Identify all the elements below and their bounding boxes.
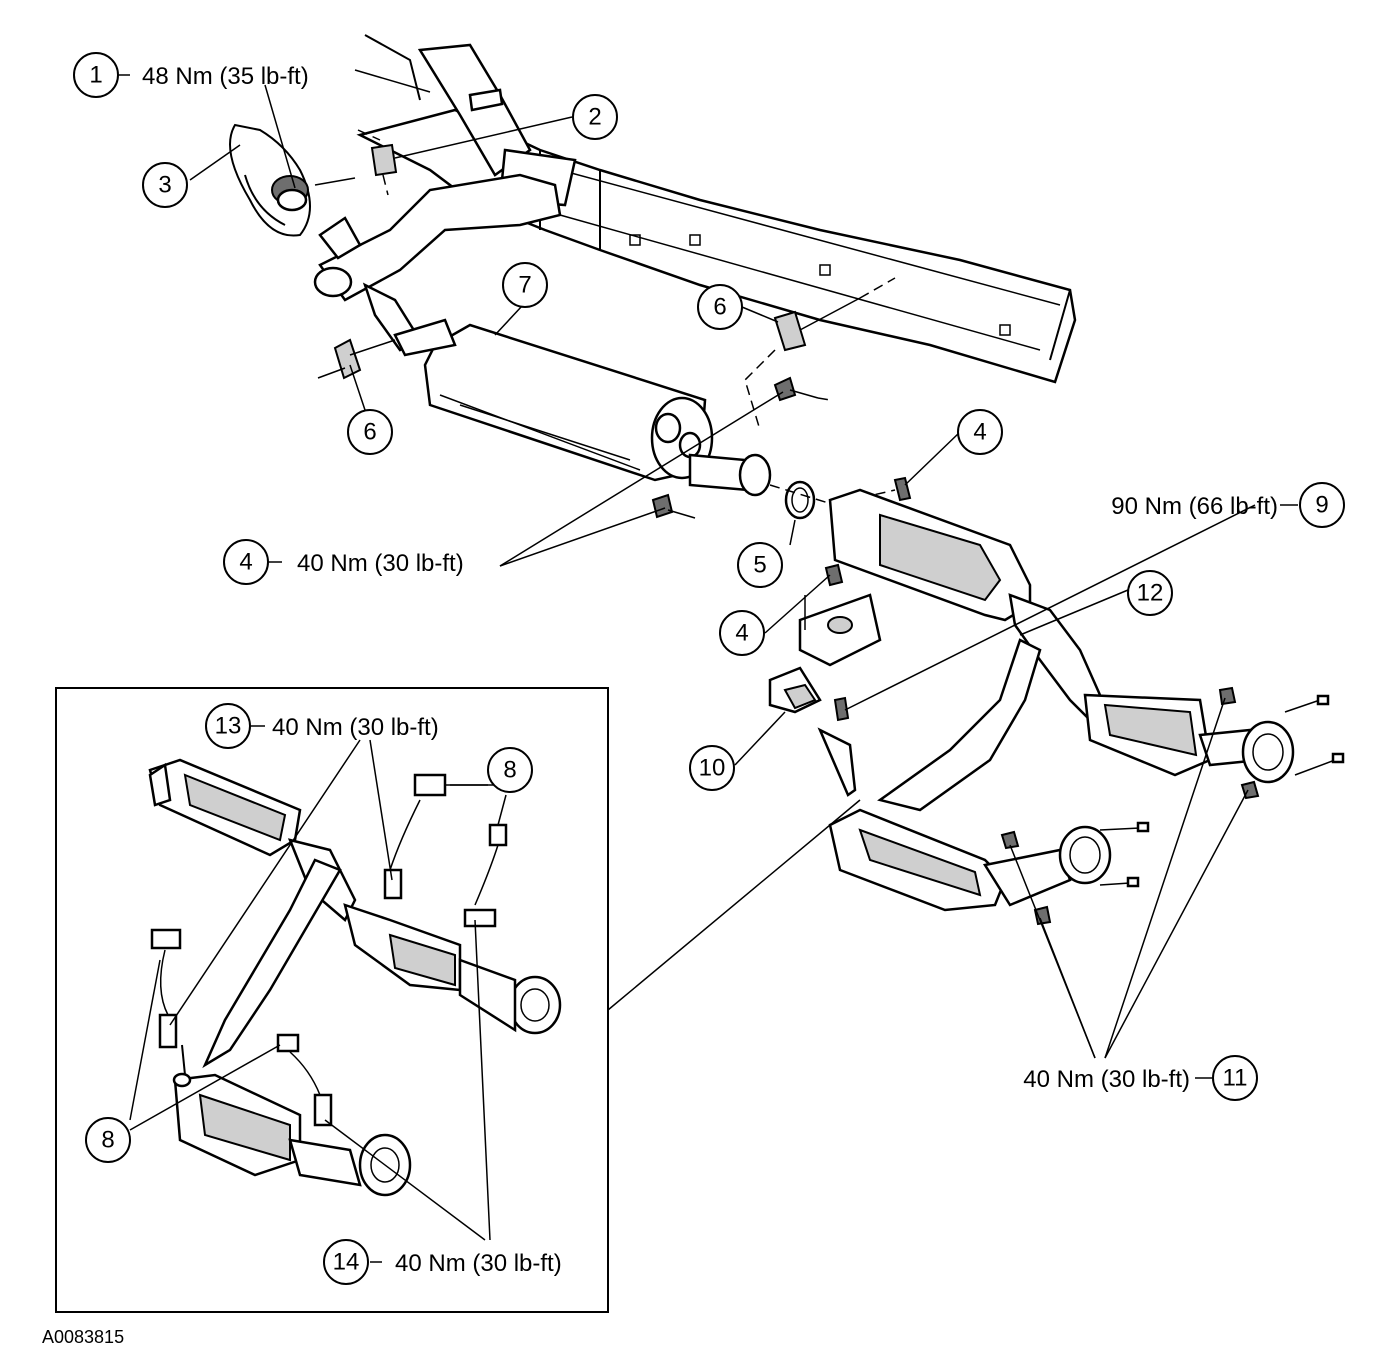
callout-12: 12 — [1127, 570, 1173, 616]
callout-number: 4 — [735, 620, 748, 647]
callout-number: 8 — [101, 1127, 114, 1154]
tailpipe — [313, 173, 562, 352]
torque-spec: 90 Nm (66 lb-ft) — [1111, 493, 1278, 520]
tailpipe-clamp — [229, 123, 356, 237]
isolator-6-right — [744, 277, 896, 431]
callout-number: 13 — [215, 713, 242, 740]
callout-number: 5 — [753, 552, 766, 579]
gasket-5 — [769, 480, 836, 520]
callout-6-left: 6 — [347, 409, 393, 455]
callout-5: 5 — [737, 542, 783, 588]
callout-number: 4 — [239, 549, 252, 576]
catalyst-assembly — [828, 488, 1295, 912]
callout-number: 12 — [1137, 580, 1164, 607]
oxygen-sensor-inset — [55, 687, 609, 1313]
callout-number: 4 — [973, 419, 986, 446]
callout-13: 13 40 Nm (30 lb-ft) — [205, 703, 439, 749]
torque-spec: 48 Nm (35 lb-ft) — [142, 63, 309, 90]
callout-number: 6 — [713, 294, 726, 321]
callout-14: 14 40 Nm (30 lb-ft) — [323, 1239, 562, 1285]
torque-spec: 40 Nm (30 lb-ft) — [272, 714, 439, 741]
muffler — [393, 318, 772, 497]
callout-9: 9 90 Nm (66 lb-ft) — [1111, 482, 1345, 528]
isolator-2 — [357, 129, 398, 196]
callout-4-torque: 4 40 Nm (30 lb-ft) — [223, 539, 464, 585]
callout-4-upper: 4 — [957, 409, 1003, 455]
callout-6-right: 6 — [697, 284, 743, 330]
callout-8-lower: 8 — [85, 1117, 131, 1163]
callout-number: 11 — [1223, 1065, 1248, 1092]
callout-number: 10 — [699, 755, 726, 782]
callout-3: 3 — [142, 162, 188, 208]
callout-4-lower: 4 — [719, 610, 765, 656]
hanger-bracket — [768, 593, 882, 797]
callout-number: 14 — [333, 1249, 360, 1276]
callout-number: 6 — [363, 419, 376, 446]
callout-number: 1 — [89, 62, 102, 89]
leader-lines — [118, 74, 1298, 1263]
callout-8-upper: 8 — [487, 747, 533, 793]
figure-reference-code: A0083815 — [42, 1327, 124, 1347]
callout-number: 8 — [503, 757, 516, 784]
callout-number: 3 — [158, 172, 171, 199]
isolator-6-left — [317, 338, 396, 380]
callout-2: 2 — [572, 94, 618, 140]
callout-1: 1 48 Nm (35 lb-ft) — [73, 52, 309, 98]
callout-number: 9 — [1315, 492, 1328, 519]
callout-number: 2 — [588, 104, 601, 131]
torque-spec: 40 Nm (30 lb-ft) — [297, 550, 464, 577]
flange-nut-lower — [824, 563, 844, 587]
callout-10: 10 — [689, 745, 735, 791]
callout-7: 7 — [502, 262, 548, 308]
callout-11: 11 40 Nm (30 lb-ft) — [1023, 1055, 1258, 1101]
torque-spec: 40 Nm (30 lb-ft) — [1023, 1066, 1190, 1093]
inset-connector-line — [607, 799, 861, 1011]
torque-spec: 40 Nm (30 lb-ft) — [395, 1250, 562, 1277]
callout-circle — [73, 52, 119, 98]
callout-number: 7 — [518, 272, 531, 299]
